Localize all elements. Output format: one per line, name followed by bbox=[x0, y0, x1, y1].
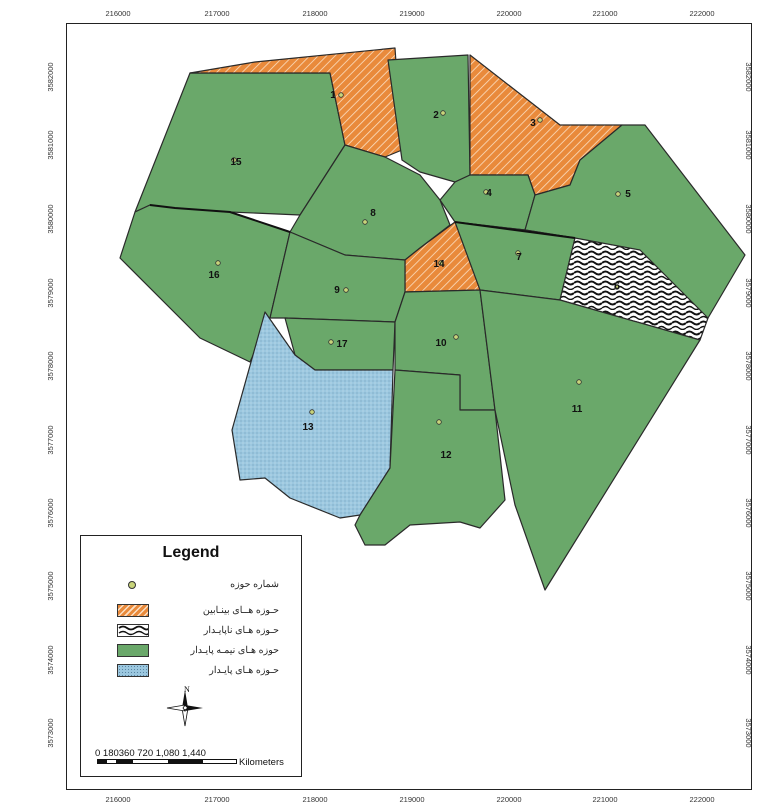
x-tick-bottom: 220000 bbox=[496, 795, 522, 804]
legend-item-stable: حـوزه هـای پایـدار bbox=[81, 664, 301, 680]
zone-centroid-point bbox=[483, 189, 489, 195]
wavy-swatch-icon bbox=[117, 624, 149, 637]
zone-6 bbox=[559, 237, 709, 341]
zone-centroid-point bbox=[215, 260, 221, 266]
x-tick-bottom: 217000 bbox=[204, 795, 230, 804]
zone-label: 1 bbox=[330, 90, 336, 101]
green-swatch-icon bbox=[117, 644, 149, 657]
zone-centroid-point bbox=[362, 219, 368, 225]
zone-centroid-point bbox=[436, 419, 442, 425]
zone-label: 14 bbox=[433, 259, 445, 270]
x-tick-top: 216000 bbox=[105, 9, 131, 18]
legend-item-critical: حـوزه هــای بینـابین bbox=[81, 604, 301, 620]
legend-label: شماره حوزه bbox=[230, 579, 279, 590]
zone-centroid-point bbox=[576, 379, 582, 385]
zone-label: 8 bbox=[370, 208, 376, 219]
legend-label: حـوزه هـای پایـدار bbox=[209, 665, 279, 676]
zone-centroid-point bbox=[615, 191, 621, 197]
zone-centroid-point bbox=[515, 250, 521, 256]
x-tick-top: 220000 bbox=[496, 9, 522, 18]
zone-label: 15 bbox=[230, 157, 242, 168]
x-tick-bottom: 221000 bbox=[592, 795, 618, 804]
zone-label: 13 bbox=[302, 422, 314, 433]
zone-centroid-point bbox=[440, 110, 446, 116]
x-tick-bottom: 219000 bbox=[399, 795, 425, 804]
zone-11 bbox=[479, 289, 701, 591]
x-tick-bottom: 218000 bbox=[302, 795, 328, 804]
zone-label: 10 bbox=[435, 338, 447, 349]
zone-label: 4 bbox=[486, 188, 492, 199]
x-tick-bottom: 216000 bbox=[105, 795, 131, 804]
zone-centroid-point bbox=[338, 92, 344, 98]
zone-centroid-point bbox=[231, 157, 237, 163]
legend-item-semi-stable: حوزه هـای نیمـه پایـدار bbox=[81, 644, 301, 660]
centroid-point-icon bbox=[128, 581, 136, 589]
zone-12 bbox=[354, 369, 506, 546]
legend: Legend شماره حوزه حـوزه هــای بینـابین ح… bbox=[80, 535, 302, 777]
legend-title: Legend bbox=[162, 544, 220, 561]
zone-centroid-point bbox=[614, 284, 620, 290]
hatch-swatch-icon bbox=[117, 604, 149, 617]
x-tick-top: 217000 bbox=[204, 9, 230, 18]
zone-label: 16 bbox=[208, 270, 220, 281]
zone-2 bbox=[387, 54, 471, 183]
zone-label: 12 bbox=[440, 450, 452, 461]
x-tick-top: 218000 bbox=[302, 9, 328, 18]
zone-label: 7 bbox=[516, 252, 522, 263]
stipple-swatch-icon bbox=[117, 664, 149, 677]
zone-centroid-point bbox=[537, 117, 543, 123]
legend-label: حـوزه هـای ناپایـدار bbox=[203, 625, 279, 636]
zone-label: 3 bbox=[530, 118, 536, 129]
x-tick-top: 222000 bbox=[689, 9, 715, 18]
zone-centroid-point bbox=[438, 260, 444, 266]
zone-label: 17 bbox=[336, 339, 348, 350]
road-line bbox=[454, 221, 576, 239]
zone-label: 2 bbox=[433, 110, 439, 121]
x-tick-top: 221000 bbox=[592, 9, 618, 18]
zone-label: 9 bbox=[334, 285, 340, 296]
zone-centroid-point bbox=[309, 409, 315, 415]
scale-unit: Kilometers bbox=[239, 757, 284, 768]
zone-label: 6 bbox=[614, 281, 620, 292]
legend-item-unstable: حـوزه هـای ناپایـدار bbox=[81, 624, 301, 640]
zone-13 bbox=[231, 311, 394, 519]
north-label: N bbox=[184, 685, 190, 694]
river-line bbox=[149, 204, 291, 233]
scale-bar bbox=[97, 759, 237, 764]
legend-label: حوزه هـای نیمـه پایـدار bbox=[190, 645, 279, 656]
scale-bar-labels: 0 180360 720 1,080 1,440 bbox=[95, 748, 206, 759]
zone-label: 5 bbox=[625, 189, 631, 200]
north-arrow-icon bbox=[166, 690, 203, 727]
zone-4 bbox=[439, 174, 536, 231]
legend-item-point: شماره حوزه bbox=[81, 578, 301, 594]
x-tick-bottom: 222000 bbox=[689, 795, 715, 804]
x-tick-top: 219000 bbox=[399, 9, 425, 18]
zone-label: 11 bbox=[572, 404, 583, 415]
zone-centroid-point bbox=[343, 287, 349, 293]
zone-centroid-point bbox=[453, 334, 459, 340]
zone-centroid-point bbox=[328, 339, 334, 345]
zone-1 bbox=[189, 47, 403, 158]
legend-label: حـوزه هــای بینـابین bbox=[202, 605, 279, 616]
